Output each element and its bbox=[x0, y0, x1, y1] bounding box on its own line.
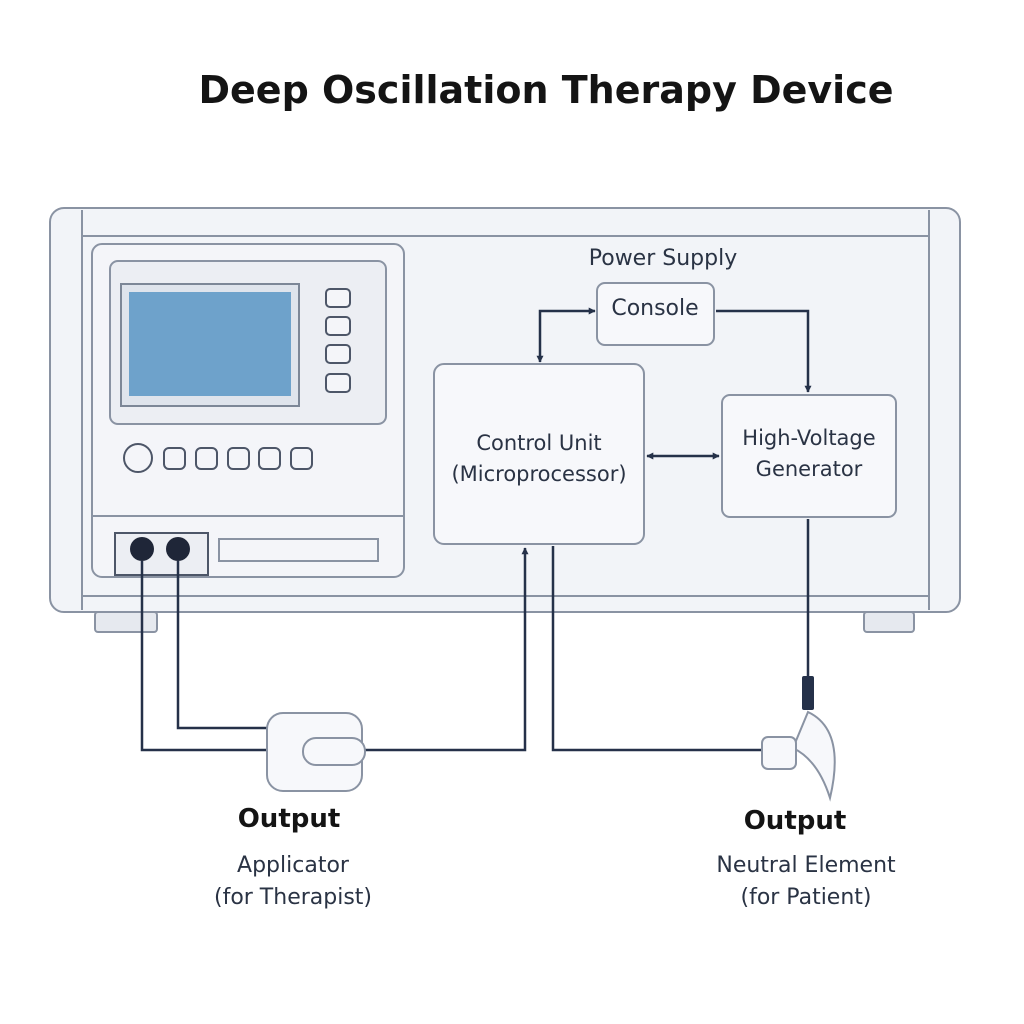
arrow-console-control bbox=[536, 307, 596, 363]
console-label: Console bbox=[611, 296, 699, 321]
control-unit-line1: Control Unit bbox=[476, 431, 602, 455]
row-button-1[interactable] bbox=[163, 447, 186, 470]
applicator-grip bbox=[302, 737, 366, 766]
side-button-1[interactable] bbox=[325, 288, 351, 308]
side-button-3[interactable] bbox=[325, 344, 351, 364]
applicator-caption-line2: (for Therapist) bbox=[213, 885, 373, 910]
diagram-title: Deep Oscillation Therapy Device bbox=[198, 68, 894, 112]
lcd-screen-display bbox=[129, 292, 291, 396]
output-jack-icon bbox=[114, 532, 209, 576]
neutral-caption-line1: Neutral Element bbox=[716, 853, 896, 878]
side-button-4[interactable] bbox=[325, 373, 351, 393]
applicator-output-heading: Output bbox=[237, 804, 341, 834]
hv-generator-box bbox=[721, 394, 897, 518]
control-unit-box bbox=[433, 363, 645, 545]
applicator-caption: Applicator (for Therapist) bbox=[173, 850, 413, 914]
cable-jack-left bbox=[140, 561, 268, 752]
hv-generator-line2: Generator bbox=[755, 457, 863, 481]
control-unit-line2: (Microprocessor) bbox=[451, 462, 627, 486]
applicator-caption-line1: Applicator bbox=[237, 853, 349, 878]
card-slot bbox=[218, 538, 379, 562]
neutral-caption: Neutral Element (for Patient) bbox=[676, 850, 936, 914]
control-unit-label: Control Unit (Microprocessor) bbox=[434, 428, 644, 490]
cable-applicator-control bbox=[362, 547, 529, 752]
neutral-output-heading: Output bbox=[743, 806, 847, 836]
row-button-2[interactable] bbox=[195, 447, 218, 470]
console-box bbox=[596, 282, 715, 346]
control-knob[interactable] bbox=[123, 443, 153, 473]
row-button-4[interactable] bbox=[258, 447, 281, 470]
jack-right[interactable] bbox=[166, 537, 190, 561]
neutral-connector bbox=[802, 676, 814, 710]
jack-left[interactable] bbox=[130, 537, 154, 561]
row-button-5[interactable] bbox=[290, 447, 313, 470]
neutral-plug bbox=[761, 736, 797, 770]
neutral-pad bbox=[791, 710, 836, 802]
cable-jack-right bbox=[176, 561, 268, 730]
hv-generator-line1: High-Voltage bbox=[742, 426, 876, 450]
cable-control-neutral bbox=[551, 546, 762, 752]
foot-right bbox=[863, 611, 915, 633]
neutral-electrode-icon bbox=[761, 676, 836, 802]
hv-generator-label: High-Voltage Generator bbox=[722, 423, 896, 485]
row-button-3[interactable] bbox=[227, 447, 250, 470]
foot-left bbox=[94, 611, 158, 633]
power-supply-label: Power Supply bbox=[588, 246, 738, 271]
front-panel bbox=[91, 243, 405, 578]
hand-applicator-icon bbox=[266, 712, 366, 792]
neutral-caption-line2: (for Patient) bbox=[740, 885, 872, 910]
arrow-console-generator bbox=[716, 309, 812, 393]
side-button-2[interactable] bbox=[325, 316, 351, 336]
